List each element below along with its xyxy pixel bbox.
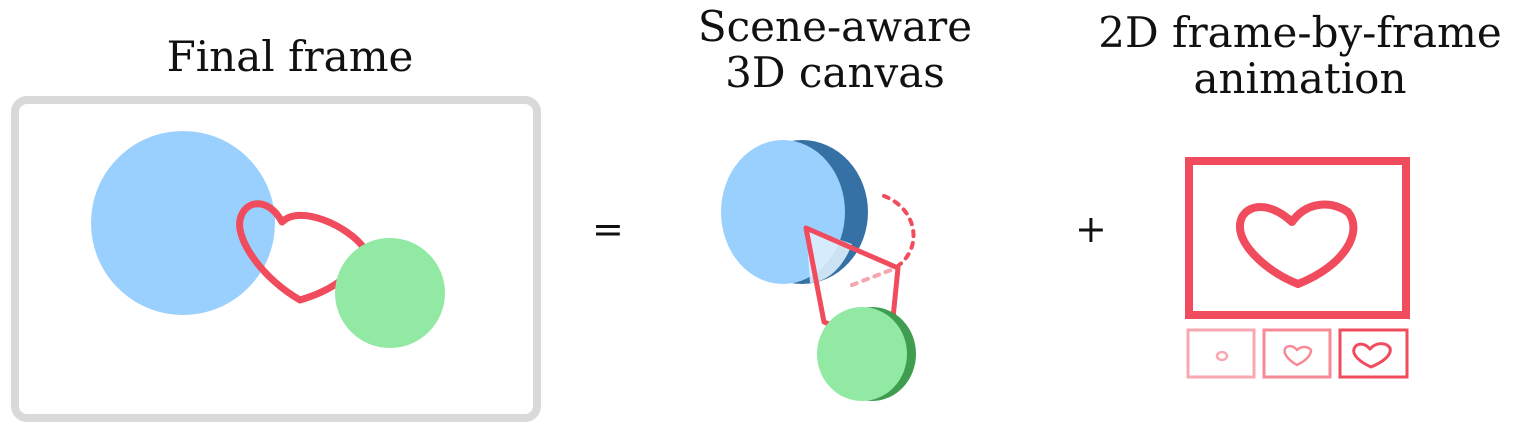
animation-keyframe-3	[1338, 328, 1409, 379]
green-sphere	[335, 238, 445, 348]
animation-main-frame	[1185, 157, 1410, 319]
scene-aware-canvas-title: Scene-aware 3D canvas	[655, 4, 1015, 96]
keyframe-2-heart	[1283, 344, 1313, 367]
animation-keyframe-2	[1262, 328, 1332, 379]
keyframe-1-doodle	[1215, 350, 1229, 362]
animation-title: 2D frame-by-frame animation	[1080, 10, 1520, 102]
final-frame-title: Final frame	[130, 34, 450, 80]
canvas-dashed-guide-faint	[850, 266, 898, 287]
plus-sign: +	[1075, 207, 1107, 251]
keyframe-3-heart	[1352, 342, 1392, 369]
scene-aware-title-line2: 3D canvas	[725, 48, 945, 97]
scene-aware-title-line1: Scene-aware	[697, 2, 973, 51]
final-frame-title-text: Final frame	[166, 32, 414, 81]
blue-sphere	[91, 131, 275, 315]
animation-title-line2: animation	[1193, 54, 1407, 103]
canvas-dashed-guide	[882, 194, 916, 268]
animation-panel	[1185, 157, 1410, 379]
animation-main-heart	[1235, 200, 1358, 288]
green-sphere-front	[817, 307, 907, 401]
animation-title-line1: 2D frame-by-frame	[1098, 8, 1502, 57]
final-frame-panel	[11, 96, 541, 422]
animation-keyframe-1	[1186, 328, 1256, 379]
final-frame-border	[11, 96, 541, 422]
equals-sign: =	[592, 207, 624, 251]
scene-aware-canvas-panel	[721, 140, 916, 401]
